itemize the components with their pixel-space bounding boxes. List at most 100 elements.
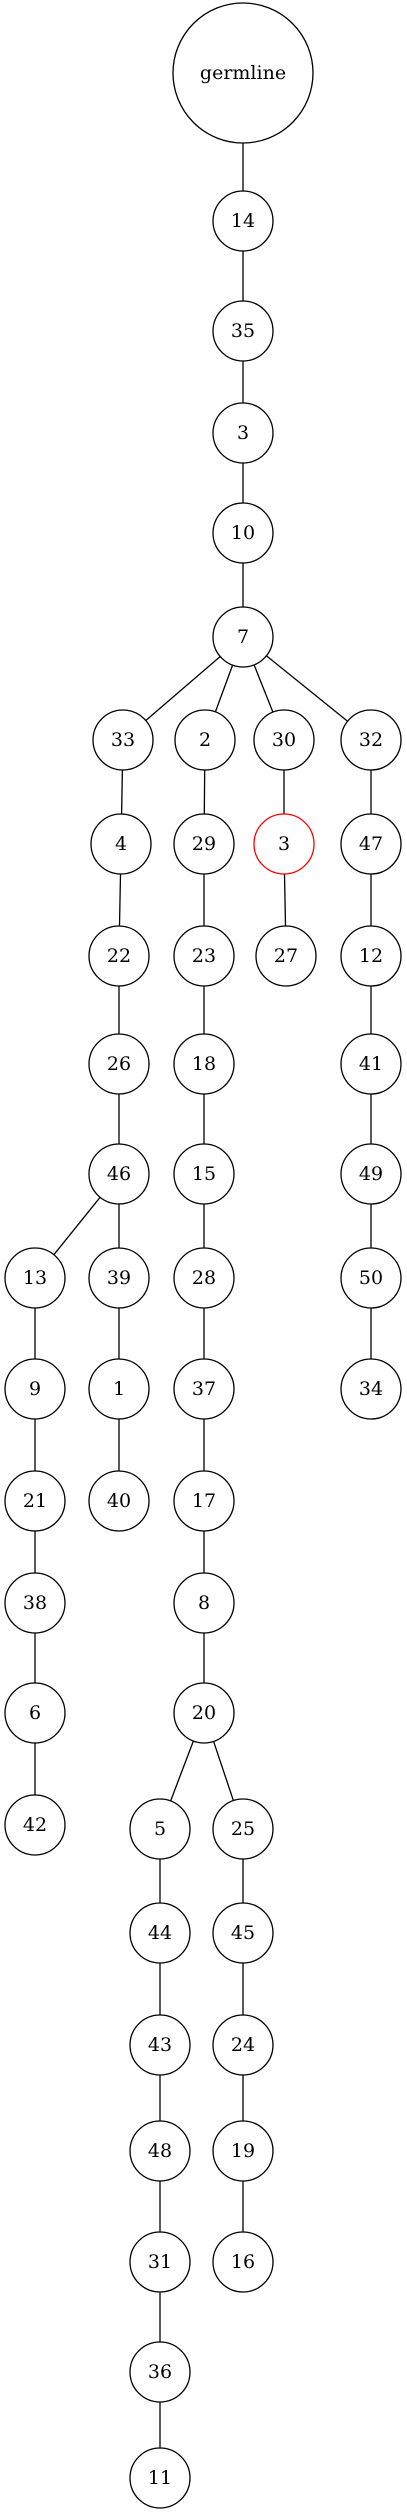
tree-node-circle	[173, 1470, 235, 1532]
tree-node-label: 15	[192, 1163, 216, 1185]
tree-node-circle	[340, 1358, 402, 1420]
tree-node: 44	[129, 1902, 191, 1964]
tree-node-circle	[173, 813, 235, 875]
tree-node-label: 5	[154, 1818, 166, 1840]
tree-edge	[120, 769, 124, 815]
tree-node: 45	[212, 1902, 274, 1964]
tree-node-circle	[212, 2120, 274, 2182]
tree-node-circle	[88, 925, 150, 987]
tree-node-label: 25	[231, 1818, 255, 1840]
tree-node-circle	[88, 1143, 150, 1205]
tree-node-circle	[212, 606, 274, 668]
tree-node-label: 20	[192, 1702, 216, 1724]
tree-node-label: 40	[107, 1490, 131, 1512]
tree-node-label: 48	[148, 2140, 172, 2162]
tree-node: 26	[88, 1033, 150, 1095]
tree-node: 23	[173, 925, 235, 987]
tree-root-node: germline	[172, 2, 314, 144]
tree-node: 48	[129, 2120, 191, 2182]
tree-node-label: 32	[359, 729, 383, 751]
tree-node-label: 23	[192, 945, 216, 967]
tree-node: 27	[255, 925, 317, 987]
tree-edge	[214, 664, 234, 713]
tree-edge	[118, 873, 122, 927]
tree-node-circle	[255, 925, 317, 987]
tree-node-label: 30	[272, 729, 296, 751]
tree-node-circle	[129, 2014, 191, 2076]
tree-node: 32	[340, 709, 402, 771]
tree-node-label: 41	[359, 1053, 383, 1075]
tree-node-label: 50	[359, 1267, 383, 1289]
tree-node-label: 36	[148, 2361, 172, 2383]
tree-node-label: 45	[231, 1922, 255, 1944]
tree-node: 29	[173, 813, 235, 875]
tree-node-label: 14	[231, 210, 255, 232]
tree-edge	[212, 1741, 235, 1801]
tree-node-circle	[212, 1798, 274, 1860]
tree-node: 33	[92, 709, 154, 771]
tree-node-label: 42	[23, 1814, 47, 1836]
tree-node-circle	[173, 1143, 235, 1205]
tree-node: 11	[129, 2447, 191, 2509]
tree-node-label: 35	[231, 320, 255, 342]
tree-edges	[34, 143, 372, 2448]
tree-node-circle	[129, 2231, 191, 2293]
tree-node-circle	[129, 2341, 191, 2403]
tree-node: 42	[4, 1794, 66, 1856]
tree-node-circle	[4, 1572, 66, 1634]
tree-node: 36	[129, 2341, 191, 2403]
tree-node: 8	[173, 1572, 235, 1634]
tree-node-label: 7	[237, 626, 249, 648]
tree-node-circle	[88, 1470, 150, 1532]
tree-node: 24	[212, 2014, 274, 2076]
tree-root-label: germline	[200, 62, 286, 84]
tree-node: 30	[253, 709, 315, 771]
tree-node-label: 8	[198, 1592, 210, 1614]
tree-node-circle	[340, 709, 402, 771]
tree-node: 18	[173, 1033, 235, 1095]
tree-node-circle	[88, 1358, 150, 1420]
tree-node: 25	[212, 1798, 274, 1860]
tree-node: 1	[88, 1358, 150, 1420]
tree-node: 15	[173, 1143, 235, 1205]
tree-node-circle	[173, 1572, 235, 1634]
tree-node-circle	[212, 2014, 274, 2076]
tree-node: 3	[253, 813, 315, 875]
tree-node: 9	[4, 1358, 66, 1420]
tree-node-circle	[4, 1470, 66, 1532]
tree-node: 41	[340, 1033, 402, 1095]
tree-node-label: 38	[23, 1592, 47, 1614]
tree-node-circle	[173, 925, 235, 987]
tree-node-label: 26	[107, 1053, 131, 1075]
tree-edge	[283, 873, 287, 927]
tree-node-label: 28	[192, 1267, 216, 1289]
tree-node-circle	[129, 2120, 191, 2182]
tree-node-label: 18	[192, 1053, 216, 1075]
tree-node-circle	[4, 1794, 66, 1856]
tree-node-label: 46	[107, 1163, 131, 1185]
tree-node-label: 49	[359, 1163, 383, 1185]
tree-node-label: 29	[192, 833, 216, 855]
tree-node-label: 16	[231, 2251, 255, 2273]
tree-node-label: 27	[274, 945, 298, 967]
tree-node-label: 21	[23, 1490, 47, 1512]
tree-node-circle	[173, 1358, 235, 1420]
tree-node-label: 13	[23, 1267, 47, 1289]
tree-node: 22	[88, 925, 150, 987]
tree-node: 4	[90, 813, 152, 875]
tree-node-label: 34	[359, 1378, 383, 1400]
tree-node-label: 4	[115, 833, 127, 855]
tree-node-label: 9	[29, 1378, 41, 1400]
tree-node-circle	[340, 925, 402, 987]
tree-node-circle	[4, 1682, 66, 1744]
tree-node: 34	[340, 1358, 402, 1420]
tree-node-label: 11	[148, 2467, 172, 2489]
tree-node-circle	[212, 2231, 274, 2293]
tree-node-circle	[90, 813, 152, 875]
tree-node-label: 22	[107, 945, 131, 967]
tree-node-label: 3	[278, 833, 290, 855]
tree-node-label: 33	[111, 729, 135, 751]
tree-node-label: 19	[231, 2140, 255, 2162]
tree-node-circle	[129, 1798, 191, 1860]
